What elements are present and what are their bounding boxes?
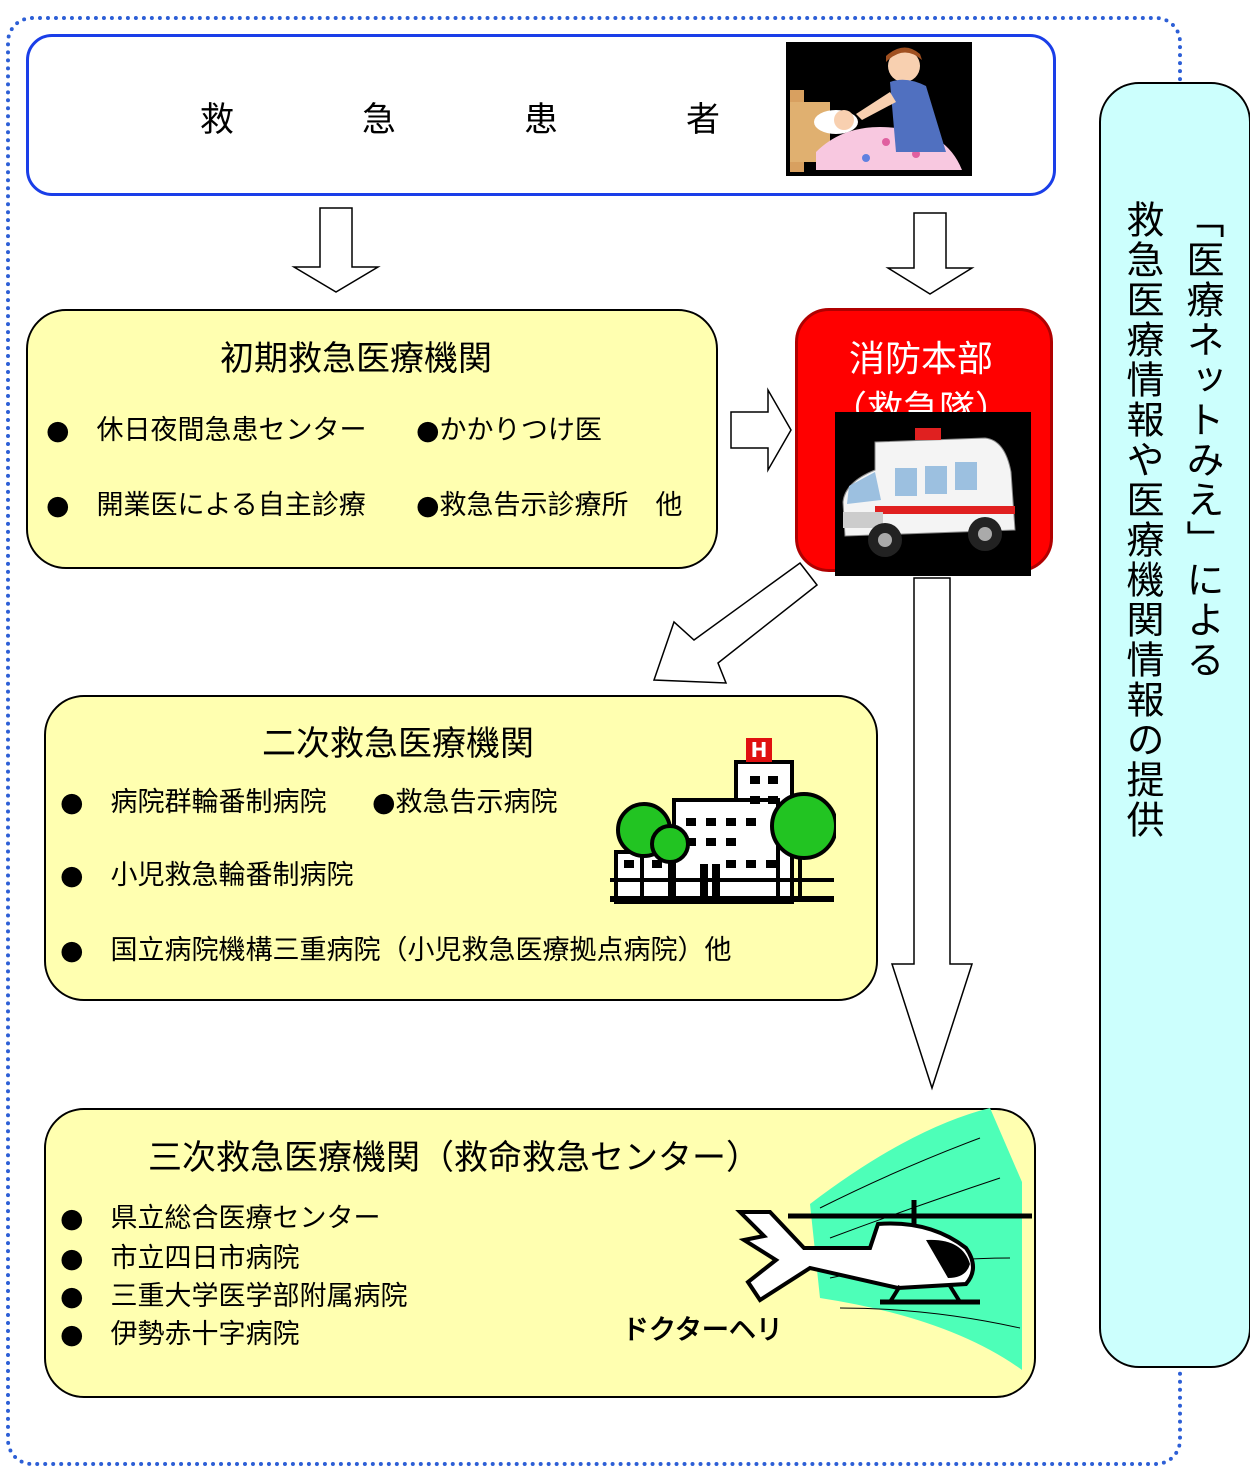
secondary-care-title: 二次救急医療機関 (262, 724, 534, 764)
fire-department-title: 消防本部 (848, 339, 993, 380)
hospital-building-icon: H (610, 736, 836, 912)
down-arrow-to-fire (885, 212, 975, 295)
patient-char: 救 (200, 100, 234, 140)
patient-char: 者 (686, 100, 720, 140)
tertiary-item: ● 三重大学医学部附属病院 (60, 1281, 408, 1312)
info-provision-line2: 救急医療情報や医療機関情報の提供 (1120, 200, 1164, 840)
initial-item: ●かかりつけ医 (416, 415, 602, 446)
hospital-sign: H (750, 738, 768, 762)
ambulance-picture (835, 412, 1031, 576)
fire-department-subtitle: （救急隊） (830, 389, 1011, 412)
secondary-item: ●救急告示病院 (372, 787, 558, 818)
initial-care-title: 初期救急医療機関 (220, 339, 492, 379)
tertiary-care-title: 三次救急医療機関（救命救急センター） (148, 1138, 760, 1178)
diagonal-arrow-to-secondary (652, 561, 819, 684)
down-arrow-to-initial (291, 207, 381, 293)
tertiary-item: ● 伊勢赤十字病院 (60, 1319, 300, 1350)
secondary-item: ● 国立病院機構三重病院（小児救急医療拠点病院）他 (60, 935, 732, 966)
info-provision-line1: 「医療ネットみえ」による (1180, 200, 1224, 680)
initial-item: ●救急告示診療所 他 (416, 490, 683, 521)
right-arrow-to-fire (730, 387, 792, 473)
initial-item: ● 休日夜間急患センター (46, 415, 367, 446)
initial-item: ● 開業医による自主診療 (46, 490, 366, 521)
info-provision-panel (1099, 82, 1250, 1368)
helicopter-label: ドクターヘリ (622, 1315, 783, 1346)
tertiary-item: ● 市立四日市病院 (60, 1243, 300, 1274)
initial-care-box (26, 309, 718, 569)
secondary-item: ● 小児救急輪番制病院 (60, 860, 354, 891)
tertiary-item: ● 県立総合医療センター (60, 1203, 381, 1234)
bedside-care-picture (786, 42, 972, 176)
long-down-arrow-to-tertiary (890, 577, 974, 1091)
secondary-item: ● 病院群輪番制病院 (60, 787, 327, 818)
patient-title: 救 急 患 者 (200, 92, 720, 141)
patient-char: 急 (362, 100, 396, 140)
info-provision-text: 「医療ネットみえ」による 救急医療情報や医療機関情報の提供 (1112, 200, 1232, 1320)
patient-char: 患 (524, 100, 558, 140)
helicopter-icon (735, 1108, 1032, 1370)
